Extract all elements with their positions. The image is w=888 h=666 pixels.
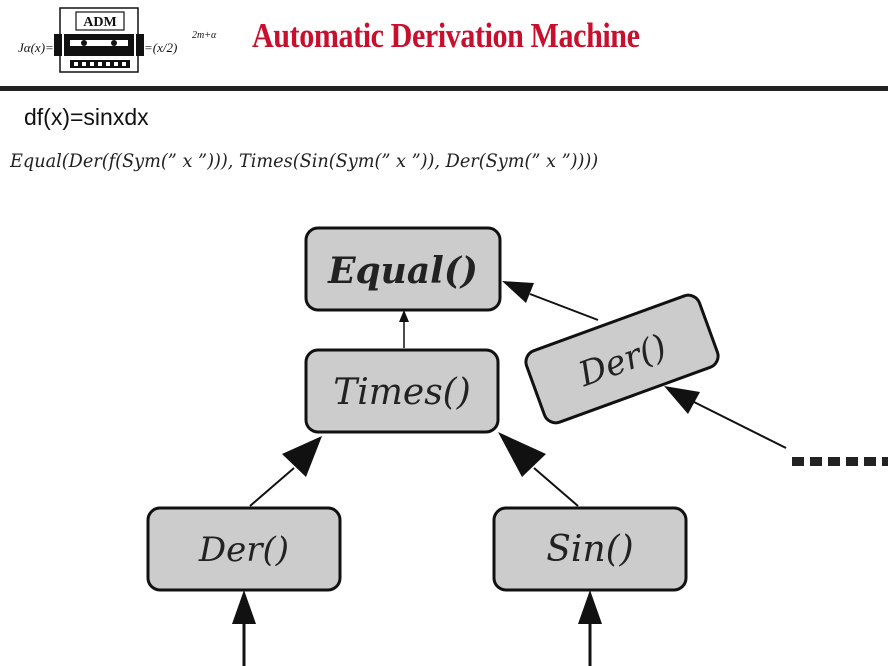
node-sin-label: Sin() bbox=[546, 529, 633, 570]
edge-derright-equal bbox=[529, 293, 599, 321]
node-der-left-label: Der() bbox=[198, 530, 289, 570]
logo-formula-left: Jα(x)= bbox=[18, 40, 54, 55]
continuation-dots bbox=[792, 457, 888, 466]
arrowhead-derright-equal bbox=[502, 281, 534, 303]
logo-formula-right: =(x/2) bbox=[144, 40, 177, 55]
input-equation: df(x)=sinxdx bbox=[24, 104, 149, 130]
node-times-label: Times() bbox=[333, 372, 471, 413]
adm-logo: Jα(x)= ADM =(x/2) 2m+α bbox=[18, 7, 217, 73]
edge-sin-times bbox=[533, 467, 579, 507]
arrowhead-continuation-derright bbox=[664, 386, 700, 414]
node-times: Times() bbox=[304, 348, 500, 434]
arrowhead-sin-times bbox=[498, 432, 546, 477]
node-equal-label: Equal() bbox=[327, 250, 478, 292]
header: Jα(x)= ADM =(x/2) 2m+α Automatic Derivat… bbox=[0, 0, 888, 92]
logo-exponent: 2m+α bbox=[192, 30, 217, 41]
header-divider bbox=[0, 86, 888, 91]
parsed-expression: Equal(Der(f(Sym(” x ”))), Times(Sin(Sym(… bbox=[10, 150, 599, 172]
arrowhead-times-equal bbox=[399, 310, 409, 322]
page-title: Automatic Derivation Machine bbox=[252, 16, 640, 55]
machine-icon: ADM bbox=[54, 7, 144, 73]
arrowhead-input-derleft bbox=[232, 590, 256, 624]
arrowhead-input-sin bbox=[578, 590, 602, 624]
node-der-right: Der() bbox=[524, 293, 720, 425]
logo-badge: ADM bbox=[83, 15, 116, 30]
edge-continuation-derright bbox=[693, 401, 787, 449]
node-equal: Equal() bbox=[304, 226, 502, 312]
arrowhead-derleft-times bbox=[282, 436, 322, 477]
edge-derleft-times bbox=[249, 467, 295, 507]
node-sin: Sin() bbox=[492, 506, 688, 592]
node-der-left: Der() bbox=[146, 506, 342, 592]
